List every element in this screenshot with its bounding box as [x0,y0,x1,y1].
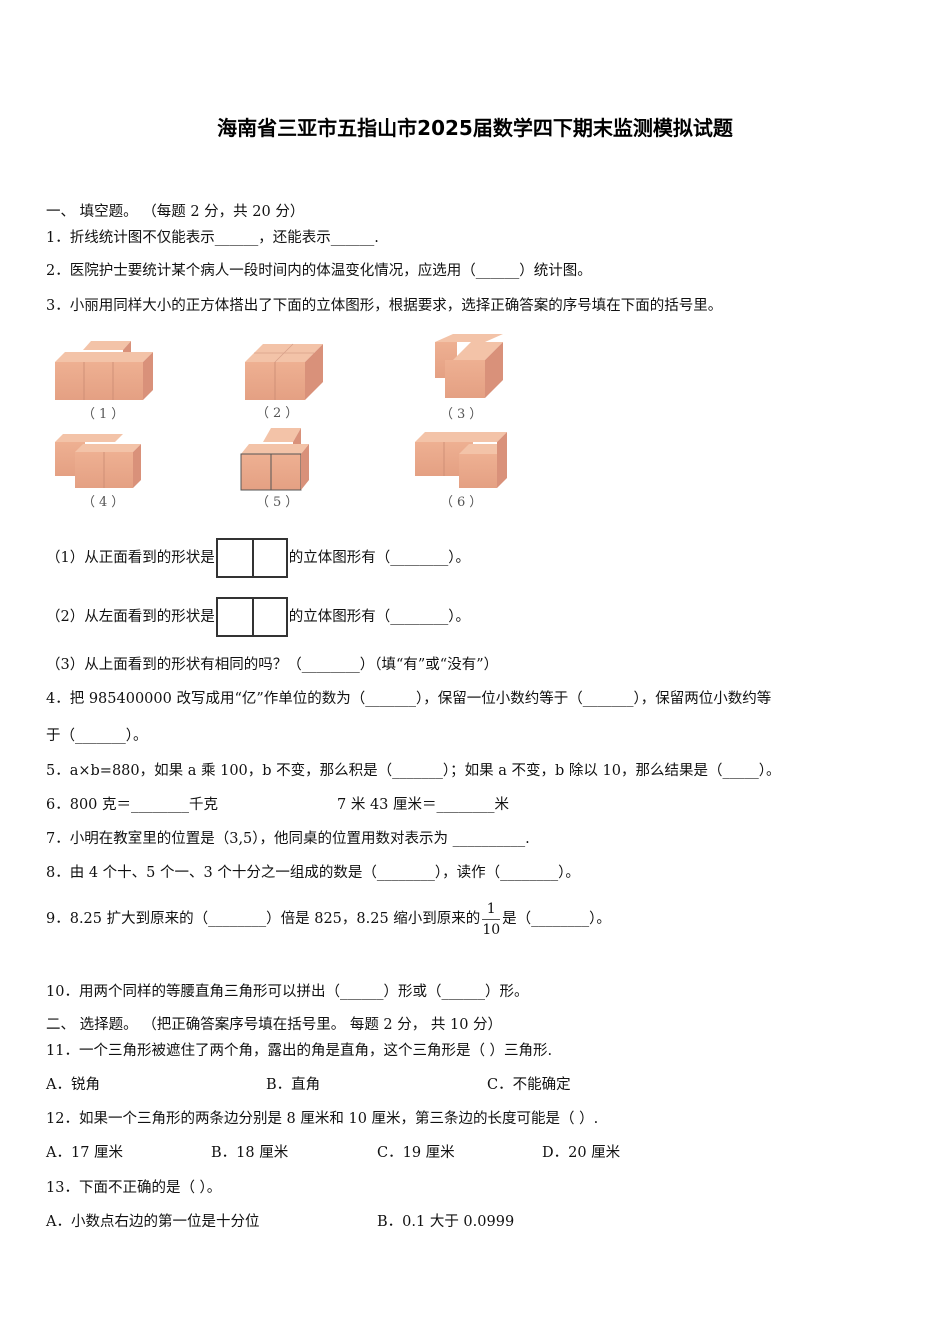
section2-heading: 二、 选择题。 （把正确答案序号填在括号里。 每题 2 分， 共 10 分） [46,1017,503,1033]
q11-option-a: A．锐角 [46,1077,100,1093]
question-9: 9．8.25 扩大到原来的（________）倍是 825，8.25 缩小到原来… [46,898,611,940]
question-3-sub2: （2）从左面看到的形状是 的立体图形有（________）。 [46,597,470,637]
q3-sub2-prefix: （2）从左面看到的形状是 [46,609,215,625]
q12-option-a: A．17 厘米 [46,1145,124,1161]
figure-label-3: （3） [440,407,487,422]
cube-figure-4 [55,434,141,488]
question-3-sub1: （1）从正面看到的形状是 的立体图形有（________）。 [46,538,470,578]
fraction-denominator: 10 [482,921,501,938]
cube-figure-1 [55,341,153,400]
cube-figure-5 [240,428,309,491]
question-4-line1: 4．把 985400000 改写成用“亿”作单位的数为（_______），保留一… [46,691,772,707]
q13-option-a: A．小数点右边的第一位是十分位 [46,1214,260,1230]
q12-option-d: D．20 厘米 [542,1145,621,1161]
question-4-line2: 于（_______）。 [46,728,148,744]
question-2: 2．医院护士要统计某个病人一段时间内的体温变化情况，应选用（______）统计图… [46,263,592,279]
question-3-sub3: （3）从上面看到的形状有相同的吗？（________）（填“有”或“没有”） [46,657,499,673]
question-1: 1．折线统计图不仅能表示______，还能表示______. [46,230,379,246]
question-6-part-a: 6．800 克＝________千克 [46,797,219,813]
two-square-left-view [215,597,288,637]
cube-figures [55,334,507,491]
question-12: 12．如果一个三角形的两条边分别是 8 厘米和 10 厘米，第三条边的长度可能是… [46,1111,599,1127]
question-5: 5．a×b=880，如果 a 乘 100，b 不变，那么积是（_______）；… [46,763,781,779]
q13-option-b: B．0.1 大于 0.0999 [377,1214,515,1230]
page-title: 海南省三亚市五指山市2025届数学四下期末监测模拟试题 [217,116,733,140]
figure-label-5: （5） [256,495,303,510]
figure-label-2: （2） [256,406,303,421]
q12-option-b: B．18 厘米 [211,1145,289,1161]
q11-option-c: C．不能确定 [487,1077,571,1093]
section1-heading: 一、 填空题。 （每题 2 分，共 20 分） [46,204,305,220]
figure-label-4: （4） [82,495,129,510]
question-8: 8．由 4 个十、5 个一、3 个十分之一组成的数是（________），读作（… [46,865,580,881]
figure-label-6: （6） [440,495,487,510]
q9-suffix: 是（________）。 [502,911,611,927]
question-11: 11．一个三角形被遮住了两个角，露出的角是直角，这个三角形是（ ）三角形. [46,1043,553,1059]
q11-option-b: B．直角 [266,1077,321,1093]
question-13: 13．下面不正确的是（ ）。 [46,1180,222,1196]
two-square-front-view [215,538,288,578]
question-10: 10．用两个同样的等腰直角三角形可以拼出（______）形或（______）形。 [46,984,529,1000]
question-3: 3．小丽用同样大小的正方体搭出了下面的立体图形，根据要求，选择正确答案的序号填在… [46,298,723,314]
figure-label-1: （1） [82,407,129,422]
cube-figure-6 [415,432,507,488]
question-6-part-b: 7 米 43 厘米＝________米 [337,797,510,813]
cube-figure-3 [435,334,503,398]
fraction-numerator: 1 [482,899,501,920]
cube-figure-2 [245,343,323,400]
q3-sub1-suffix: 的立体图形有（________）。 [288,550,470,566]
q3-sub2-suffix: 的立体图形有（________）。 [288,609,470,625]
q9-prefix: 9．8.25 扩大到原来的（________）倍是 825，8.25 缩小到原来… [46,911,481,927]
question-7: 7．小明在教室里的位置是（3,5），他同桌的位置用数对表示为 _________… [46,831,530,847]
q12-option-c: C．19 厘米 [377,1145,455,1161]
q3-sub1-prefix: （1）从正面看到的形状是 [46,550,215,566]
